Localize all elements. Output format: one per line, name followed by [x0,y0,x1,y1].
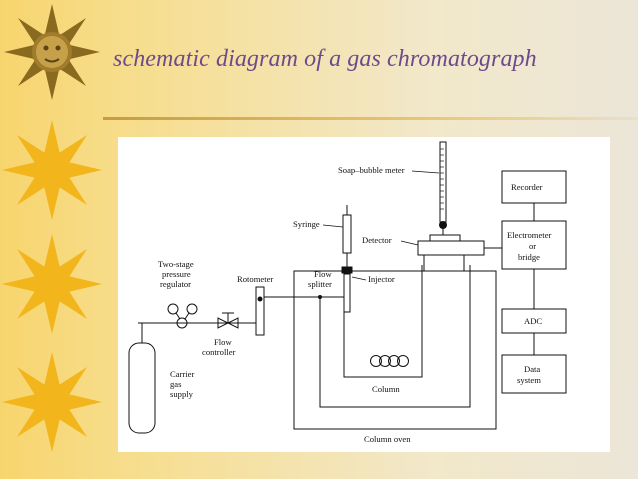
column-tubing [343,265,423,378]
label-rotometer: Rotometer [237,274,273,284]
label-pressure: pressure [162,269,191,279]
label-detector: Detector [362,235,392,245]
column-coil [370,355,409,367]
column-inner-loop [319,265,471,408]
label-system: system [517,375,541,385]
flow-controller-valve [217,312,239,329]
injector-body [343,273,351,313]
sun-icon [2,234,102,334]
label-regulator: regulator [160,279,191,289]
slide-title: schematic diagram of a gas chromatograph [113,46,537,72]
label-recorder: Recorder [511,182,543,192]
label-column-oven: Column oven [364,434,411,444]
data-system-box [501,354,567,394]
label-soap-bubble-meter: Soap–bubble meter [338,165,405,175]
gc-schematic: Soap–bubble meter Recorder Syringe Detec… [128,141,567,444]
soap-bubble-bulb [439,221,447,229]
title-rule [103,117,638,120]
injector-septum [341,266,353,274]
label-column: Column [372,384,400,394]
rotometer-float [257,296,263,302]
detector-top [429,234,461,242]
label-flow-splitter-1: Flow [314,269,332,279]
detector-box [417,240,485,256]
column-oven-outline [293,270,497,430]
label-syringe: Syringe [293,219,320,229]
label-flow-splitter-2: splitter [308,279,332,289]
flow-splitter-junction [318,295,322,299]
label-carrier: Carrier [170,369,194,379]
label-flow-controller-2: controller [202,347,236,357]
rotometer-tube [255,286,265,336]
syringe-barrel [342,214,352,254]
label-injector: Injector [368,274,395,284]
sun-icon [2,352,102,452]
label-adc: ADC [524,316,542,326]
label-bridge: bridge [518,252,540,262]
label-gas: gas [170,379,182,389]
carrier-gas-cylinder [128,342,156,434]
pressure-regulator [167,303,198,329]
label-two-stage: Two-stage [158,259,194,269]
label-electrometer: Electrometer [507,230,552,240]
sun-face-icon [4,4,100,100]
label-flow-controller-1: Flow [214,337,232,347]
sun-icon [2,120,102,220]
label-data: Data [524,364,540,374]
soap-bubble-meter [439,141,447,223]
diagram-panel: Soap–bubble meter Recorder Syringe Detec… [118,137,610,452]
label-supply: supply [170,389,194,399]
label-or: or [529,241,536,251]
